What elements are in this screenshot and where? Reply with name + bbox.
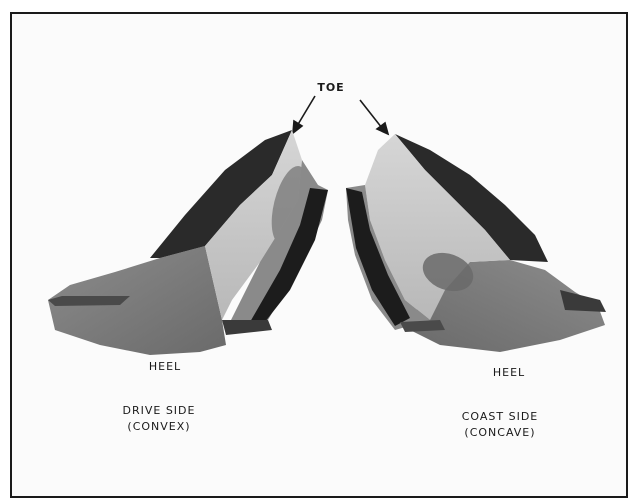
- toe-label: TOE: [308, 80, 354, 96]
- drive-side-sublabel: (CONVEX): [104, 419, 214, 435]
- heel-label-left: HEEL: [140, 359, 190, 375]
- coast-side-label: COAST SIDE: [440, 409, 560, 425]
- coast-side-tooth: [346, 134, 606, 352]
- drive-side-tooth: [48, 130, 328, 355]
- coast-side-sublabel: (CONCAVE): [440, 425, 560, 441]
- toe-arrows: [293, 96, 388, 134]
- heel-label-right: HEEL: [484, 365, 534, 381]
- drive-side-label: DRIVE SIDE: [104, 403, 214, 419]
